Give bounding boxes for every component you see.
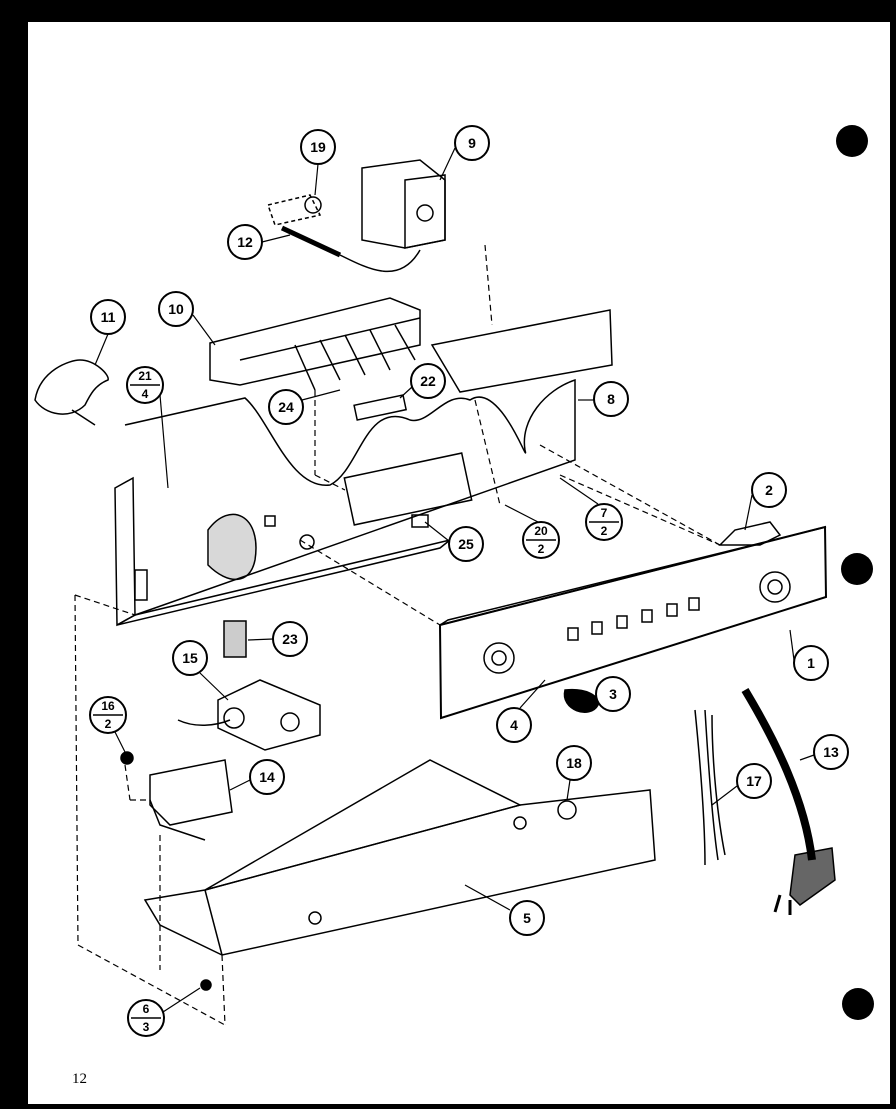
callout-14 xyxy=(249,759,285,795)
solenoid-part xyxy=(177,679,321,751)
callout-22-label: 22 xyxy=(420,373,436,389)
switch-part xyxy=(223,620,247,658)
callout-19-label: 19 xyxy=(310,139,326,155)
callout-5-label: 5 xyxy=(523,910,531,926)
bracket-part xyxy=(718,521,782,546)
callout-20-2-top: 20 xyxy=(534,524,548,538)
registration-dot xyxy=(841,553,873,585)
callout-22 xyxy=(410,363,446,399)
callout-8 xyxy=(593,381,629,417)
callout-17 xyxy=(736,763,772,799)
registration-dot xyxy=(836,125,868,157)
callout-7-2-top: 7 xyxy=(601,506,608,520)
power-cord-part xyxy=(741,687,836,915)
connector-part xyxy=(353,394,408,421)
callout-5 xyxy=(509,900,545,936)
fraction-bars xyxy=(93,384,619,1019)
callout-1-label: 1 xyxy=(807,655,815,671)
timer-part xyxy=(339,159,446,273)
callout-12-label: 12 xyxy=(237,234,253,250)
callout-7-2-bottom: 2 xyxy=(601,524,608,538)
leader-lines xyxy=(74,244,721,1026)
screw-part xyxy=(120,751,134,765)
housing-part xyxy=(209,297,421,391)
control-panel-part xyxy=(438,525,828,720)
callout-3-label: 3 xyxy=(609,686,617,702)
callout-18-label: 18 xyxy=(566,755,582,771)
callout-4 xyxy=(496,707,532,743)
callout-21-4-top: 21 xyxy=(138,369,152,383)
callout-25 xyxy=(448,526,484,562)
callout-18 xyxy=(556,745,592,781)
callout-13-label: 13 xyxy=(823,744,839,760)
callout-24-label: 24 xyxy=(278,399,294,415)
screw-part xyxy=(200,979,212,991)
callout-23-label: 23 xyxy=(282,631,298,647)
fraction-leaders xyxy=(114,394,599,1013)
knob-part xyxy=(563,688,599,713)
callout-16-2-bottom: 2 xyxy=(105,717,112,731)
callout-10 xyxy=(158,291,194,327)
callout-15 xyxy=(172,640,208,676)
callout-13 xyxy=(813,734,849,770)
callout-25-label: 25 xyxy=(458,536,474,552)
callout-11-label: 11 xyxy=(101,309,116,325)
callout-9-label: 9 xyxy=(468,135,476,151)
callout-6-3-top: 6 xyxy=(143,1002,150,1016)
callout-21-4-bottom: 4 xyxy=(142,387,149,401)
drawing-sheet xyxy=(28,22,890,1104)
callout-9 xyxy=(454,125,490,161)
callout-2-label: 2 xyxy=(765,482,773,498)
callout-4-label: 4 xyxy=(510,717,518,733)
callout-24 xyxy=(268,389,304,425)
lamp-socket-part xyxy=(557,800,577,820)
motor-part xyxy=(34,359,109,415)
callout-1 xyxy=(793,645,829,681)
callout-6-3-bottom: 3 xyxy=(143,1020,150,1034)
callout-2 xyxy=(751,472,787,508)
callout-16-2-top: 16 xyxy=(101,699,115,713)
registration-dot xyxy=(842,988,874,1020)
rod-part xyxy=(267,194,342,258)
relay-part xyxy=(149,759,233,841)
callout-3 xyxy=(595,676,631,712)
callout-14-label: 14 xyxy=(259,769,275,785)
callout-17-label: 17 xyxy=(746,773,762,789)
callout-8-label: 8 xyxy=(607,391,615,407)
wire-harness-part xyxy=(694,709,726,866)
callout-leaders xyxy=(94,147,815,911)
callout-20-2-bottom: 2 xyxy=(538,542,545,556)
callout-15-label: 15 xyxy=(182,650,198,666)
switch-part xyxy=(411,514,429,528)
base-part xyxy=(143,759,656,956)
callout-10-label: 10 xyxy=(168,301,184,317)
page-number: 12 xyxy=(72,1071,87,1087)
